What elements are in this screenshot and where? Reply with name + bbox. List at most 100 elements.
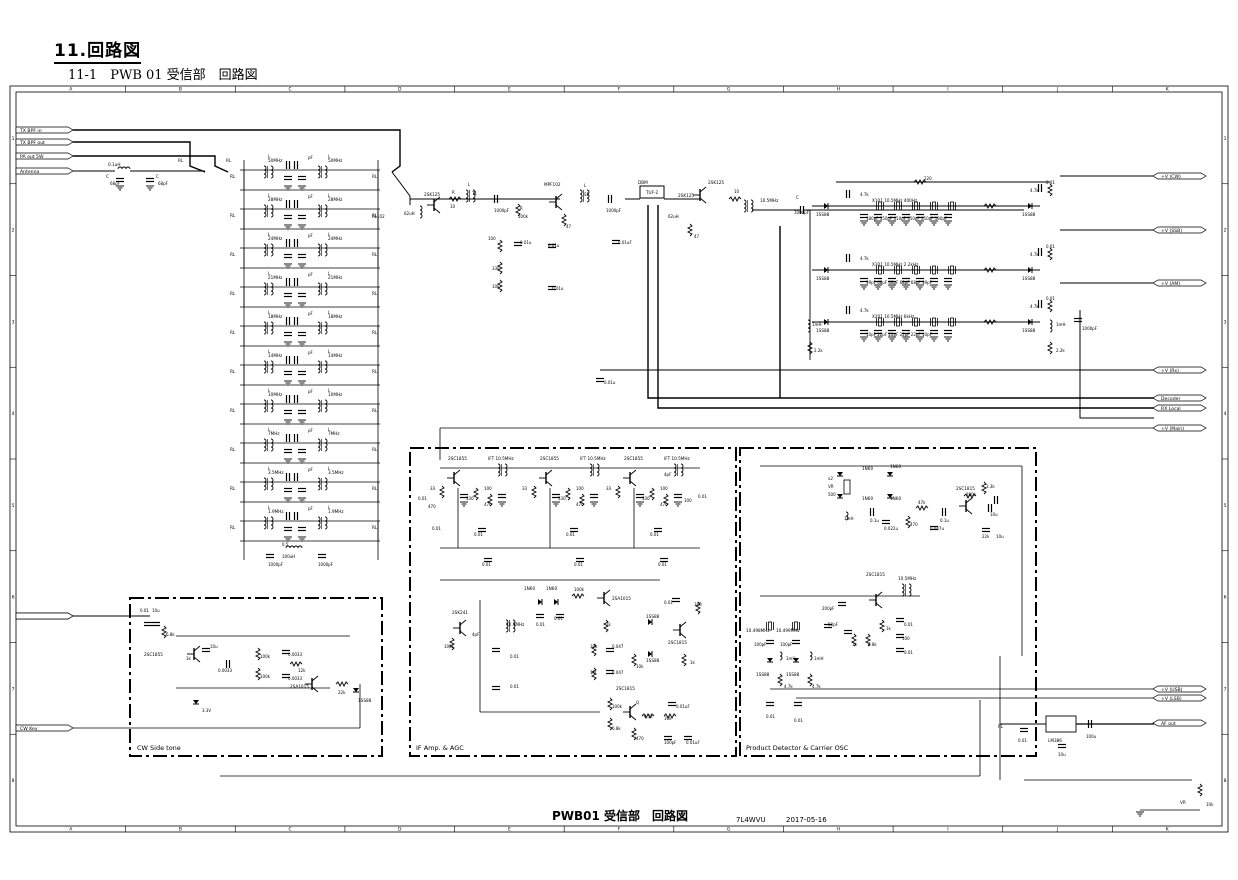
resistor-symbol	[486, 493, 494, 507]
inductor-symbol	[324, 399, 328, 413]
label: 100k	[260, 654, 271, 659]
label: 100pF	[664, 740, 677, 745]
label: L	[468, 182, 471, 187]
label: TUF-2	[645, 190, 659, 195]
label: 0.01	[650, 532, 659, 537]
inductor-symbol	[270, 399, 274, 413]
inductor-symbol	[317, 399, 321, 413]
capacitor-symbol	[860, 213, 868, 219]
label: 0.01	[418, 496, 427, 501]
label: 0.01u	[520, 240, 532, 245]
ground-symbol	[874, 284, 882, 290]
label: 330	[642, 496, 650, 501]
diode-symbol	[887, 494, 893, 499]
label: RL102	[372, 214, 385, 219]
label: 0.01	[510, 684, 519, 689]
ground-symbol	[888, 284, 896, 290]
left-port: TX BPF in	[15, 126, 74, 134]
label: 2SC1815	[616, 686, 635, 691]
label: 1000pF	[1082, 326, 1098, 331]
label: 1M	[590, 670, 597, 675]
label: 10.499MHz	[776, 628, 800, 633]
resistor-symbol	[648, 487, 656, 501]
label: L	[328, 154, 331, 159]
row-label-right: 3	[1224, 319, 1227, 325]
label: 1N60	[890, 464, 901, 469]
crystal-symbol	[876, 201, 884, 211]
capacitor-symbol	[944, 213, 952, 219]
outer-frame	[9, 85, 1229, 833]
row-label-left: 1	[12, 136, 15, 142]
label: 1mH	[812, 322, 821, 327]
diode-symbol	[1028, 203, 1033, 209]
capacitor-symbol	[282, 649, 290, 655]
capacitor-symbol	[838, 601, 846, 607]
right-port: RX Local	[1152, 404, 1207, 412]
diode-symbol	[1028, 319, 1033, 325]
label: 2SC1815	[956, 486, 975, 491]
row-label-left: 3	[12, 319, 15, 325]
ground-symbol	[674, 501, 682, 507]
capacitor-symbol	[460, 493, 468, 499]
ground-symbol	[902, 220, 910, 226]
inductor-symbol	[465, 189, 469, 203]
ground-symbol	[298, 419, 306, 425]
label: 100k	[966, 492, 977, 497]
inductor-symbol	[270, 438, 274, 452]
port-label: AF out	[1161, 721, 1176, 727]
label: L	[584, 183, 587, 188]
diode-symbol	[887, 472, 893, 477]
label: 330	[466, 496, 474, 501]
label: 1000pF	[494, 208, 510, 213]
inductor-symbol	[324, 477, 328, 491]
label: 7MHz	[268, 431, 280, 436]
label: 1SS88	[756, 672, 770, 677]
capacitor-symbol	[882, 519, 890, 525]
column-label-top: I	[947, 87, 948, 93]
wire	[73, 129, 401, 173]
resistor-symbol	[641, 712, 655, 720]
label: 1mH	[844, 516, 853, 521]
ground-symbol	[284, 224, 292, 230]
resistor-symbol	[980, 481, 988, 495]
capacitor-symbol	[860, 277, 868, 283]
crystal-symbol	[948, 265, 956, 275]
label: 1.9MHz	[328, 509, 344, 514]
resistor-symbol	[606, 717, 614, 731]
resistor-symbol	[530, 485, 538, 499]
capacitor-symbol	[766, 701, 774, 707]
inductor-symbol	[317, 321, 321, 335]
label: 0.01u	[548, 243, 560, 248]
label: L	[268, 193, 271, 198]
capacitor-symbol	[284, 526, 292, 532]
inductor-symbol	[317, 360, 321, 374]
capacitor-symbol	[916, 329, 924, 335]
transistor-symbol	[693, 186, 707, 204]
capacitor-symbol	[672, 597, 680, 603]
capacitor-symbol	[896, 647, 904, 653]
label: 0.01u	[604, 380, 616, 385]
capacitor-symbol	[916, 277, 924, 283]
capacitor-symbol	[116, 177, 124, 183]
port-label: +V (USB)	[1161, 687, 1183, 693]
label: x2	[828, 476, 833, 481]
capacitor-symbol	[590, 493, 598, 499]
resistor-symbol	[915, 504, 929, 512]
capacitor-symbol	[902, 329, 910, 335]
label: 0.01	[658, 562, 667, 567]
label: 10k	[664, 716, 672, 721]
capacitor-symbol	[285, 356, 291, 364]
column-label-bottom: F	[618, 827, 621, 833]
label: 0.047	[612, 644, 624, 649]
capacitor-symbol	[293, 473, 299, 481]
label: 4.7k	[644, 714, 653, 719]
inductor-symbol	[270, 321, 274, 335]
crystal-symbol	[930, 265, 938, 275]
label: 470	[660, 502, 668, 507]
capacitor-symbol	[1037, 300, 1043, 308]
label: 0.01	[554, 616, 563, 621]
label: L	[268, 154, 271, 159]
label: C	[796, 195, 799, 200]
capacitor-symbol	[293, 395, 299, 403]
